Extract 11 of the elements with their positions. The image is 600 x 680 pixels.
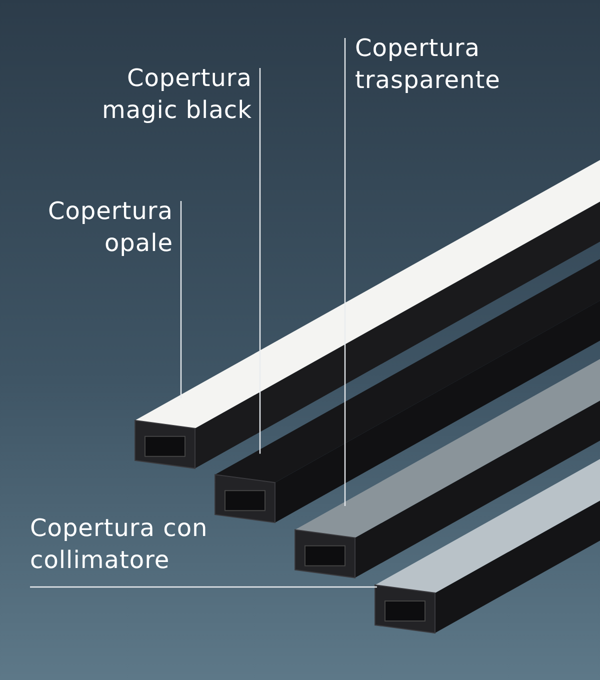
callout-label: Copertura con collimatore: [30, 512, 290, 576]
leader-line: [30, 586, 377, 588]
leader-line: [259, 68, 261, 454]
led-profile-drawing: [215, 259, 600, 523]
callout-label: Copertura magic black: [62, 62, 252, 126]
callout-label: Copertura opale: [10, 195, 173, 259]
led-profile-drawing: [375, 459, 600, 633]
leader-line: [180, 201, 182, 398]
led-profile-drawing: [295, 359, 600, 578]
callout-label: Copertura trasparente: [355, 32, 555, 96]
leader-line: [344, 38, 346, 506]
